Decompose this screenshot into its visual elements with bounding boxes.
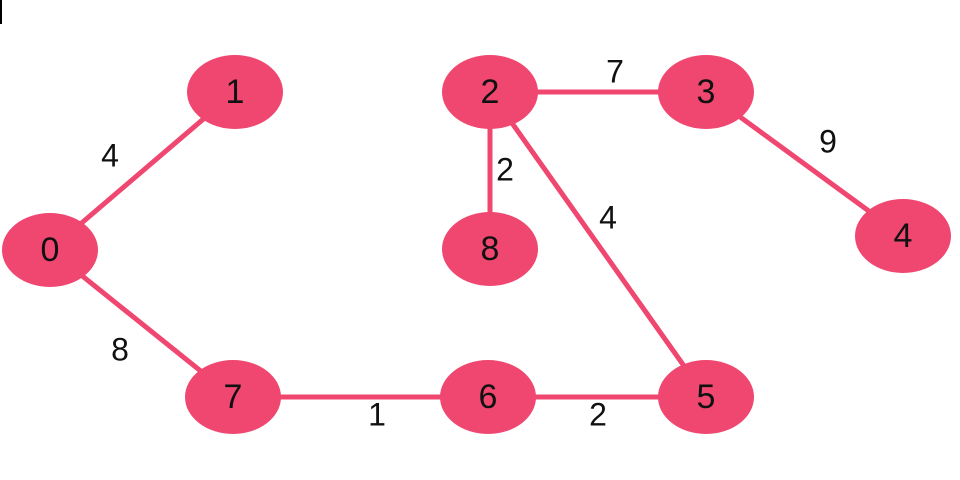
node-circle	[658, 360, 754, 434]
node-circle	[187, 55, 283, 129]
node-3: 3	[658, 55, 754, 129]
node-1: 1	[187, 55, 283, 129]
node-label: 3	[697, 73, 716, 111]
edge-weight-label: 4	[101, 137, 119, 173]
node-8: 8	[442, 212, 538, 286]
edge-weight-label: 9	[819, 123, 837, 159]
edge-weight-label: 4	[599, 199, 617, 235]
node-circle	[440, 360, 536, 434]
edge-weight-label: 2	[589, 396, 607, 432]
edge-weight-label: 7	[606, 53, 624, 89]
node-circle	[2, 213, 98, 287]
corner-mark	[0, 0, 2, 24]
node-7: 7	[185, 360, 281, 434]
node-label: 7	[224, 378, 243, 416]
node-circle	[442, 212, 538, 286]
edge-weight-label: 1	[368, 396, 386, 432]
node-circle	[442, 55, 538, 129]
edge-weight-label: 8	[111, 331, 129, 367]
node-circle	[658, 55, 754, 129]
node-6: 6	[440, 360, 536, 434]
edge-2-5	[487, 90, 709, 399]
node-label: 4	[894, 217, 913, 255]
edge-weight-label: 2	[496, 151, 514, 187]
node-label: 8	[481, 230, 500, 268]
node-label: 5	[697, 378, 716, 416]
node-label: 0	[41, 231, 60, 269]
node-circle	[855, 199, 951, 273]
node-label: 1	[226, 73, 245, 111]
node-0: 0	[2, 213, 98, 287]
node-4: 4	[855, 199, 951, 273]
node-5: 5	[658, 360, 754, 434]
node-label: 2	[481, 73, 500, 111]
node-label: 6	[479, 378, 498, 416]
node-2: 2	[442, 55, 538, 129]
node-circle	[185, 360, 281, 434]
